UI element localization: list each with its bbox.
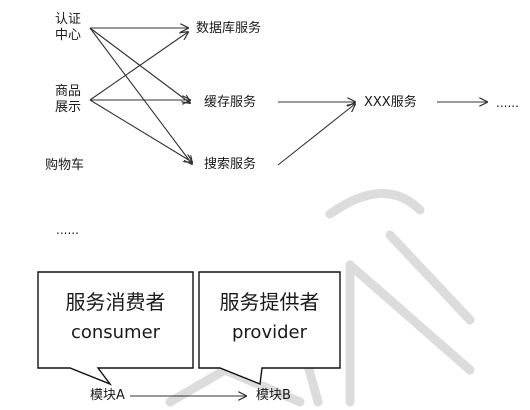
search-service-label: 搜索服务 [204,157,257,172]
module-b-label: 模块B [256,388,291,403]
database-service-label: 数据库服务 [196,21,262,36]
arrow-auth-to-search [89,27,192,164]
arrow-product-to-search [89,99,192,162]
provider-subtitle: provider [232,322,307,343]
watermark-stroke [385,230,475,325]
product-display-line1: 商品 [55,84,82,99]
product-display-label: 商品 展示 [55,84,81,116]
consumer-callout [37,271,194,386]
consumer-subtitle: consumer [70,322,161,343]
product-display-line2: 展示 [55,100,82,115]
sources-more-label: ...... [56,223,79,237]
arrow-search-to-xxx [277,104,355,166]
cache-service-label: 缓存服务 [204,95,257,110]
consumer-title: 服务消费者 [65,290,166,314]
module-a-label: 模块A [90,388,125,403]
provider-title: 服务提供者 [219,290,320,314]
xxx-service-label: XXX服务 [364,95,417,110]
auth-center-line2: 中心 [55,28,82,43]
cart-label: 购物车 [45,158,85,173]
watermark-stroke [325,188,425,219]
watermark-stroke [345,260,475,375]
watermark-stroke [165,365,230,407]
auth-center-label: 认证 中心 [55,12,81,44]
arrow-product-to-database [89,32,188,101]
provider-callout [198,271,341,385]
auth-center-line1: 认证 [55,12,82,27]
services-more-label: ...... [496,96,519,110]
